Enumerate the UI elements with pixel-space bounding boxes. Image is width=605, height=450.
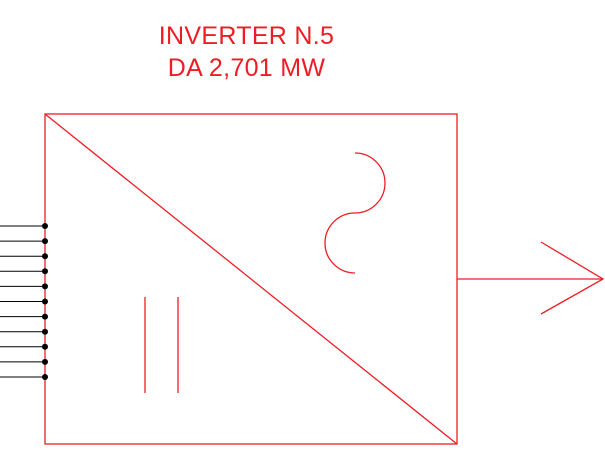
- sine-wave-icon: [324, 152, 386, 274]
- inverter-symbol: [44, 113, 605, 445]
- inverter-title: INVERTER N.5 DA 2,701 MW: [0, 20, 493, 84]
- terminal-dot-icon: [42, 253, 48, 260]
- input-wires: [0, 223, 48, 380]
- terminal-dot-icon: [42, 223, 48, 229]
- terminal-dot-icon: [42, 358, 48, 365]
- inverter-rating: DA 2,701 MW: [167, 54, 326, 82]
- output-arrow-icon: [540, 241, 605, 315]
- terminal-dot-icon: [42, 328, 48, 335]
- terminal-dot-icon: [42, 343, 48, 350]
- terminal-dot-icon: [42, 313, 48, 320]
- terminal-dot-icon: [42, 298, 48, 305]
- inverter-name: INVERTER N.5: [158, 22, 335, 50]
- terminal-dot-icon: [42, 283, 48, 290]
- terminal-dot-icon: [42, 238, 48, 245]
- terminal-dot-icon: [42, 374, 48, 380]
- terminal-dot-icon: [42, 268, 48, 275]
- inverter-diagonal: [44, 113, 458, 445]
